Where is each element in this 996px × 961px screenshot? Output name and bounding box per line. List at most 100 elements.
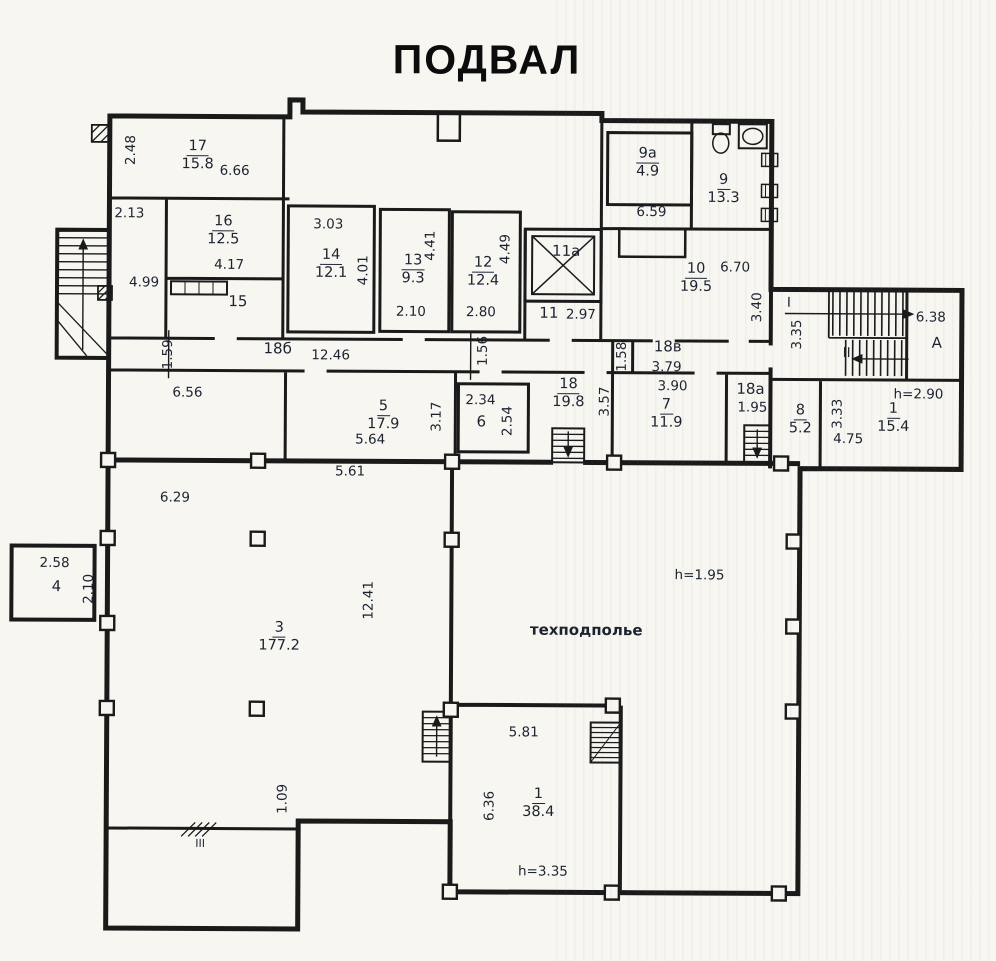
dim-4-41: 4.41 [422,230,439,261]
hatch-icons [90,123,217,837]
sink-icon [737,123,768,150]
room-label-4: 4 [51,577,62,596]
room-number: 7 [659,396,674,415]
room-number: 12 [471,254,495,273]
room-label-A: А [931,333,942,352]
dim-6-56: 6.56 [172,384,203,401]
room-number: 5 [376,398,391,417]
dim-6-70: 6.70 [720,259,751,276]
dim-1-56: 1.56 [474,335,492,366]
dim-2-58: 2.58 [39,554,70,572]
counter-icon [169,280,229,296]
room-number: 14 [319,246,343,266]
dim-2-80: 2.80 [465,304,496,321]
dimension-ticks [167,330,472,380]
room-area: 5.2 [788,420,812,437]
room-area: 13.3 [707,190,740,207]
dim-4-75: 4.75 [833,431,864,448]
dim-1-09: 1.09 [274,783,291,814]
room-number: 3 [272,619,286,638]
dim-2-54: 2.54 [499,405,516,437]
stairs-flight-1-icon [784,291,915,337]
dim-3-79: 3.79 [651,359,682,376]
dim-12-41: 12.41 [360,580,377,620]
door-openings [214,335,775,466]
arrow-icon [784,309,915,320]
elevator-icon [523,227,603,304]
room-label-11a: 11а [552,241,581,260]
radiator-icons [760,152,779,223]
room-number: 8 [793,402,808,421]
room-label-6: 6 [476,412,487,431]
stairs-corridor-down-icon [551,427,586,464]
dim-5-61: 5.61 [334,463,366,480]
column-markers [98,451,802,902]
dim-12-46: 12.46 [311,347,351,364]
room-area: 38.4 [522,804,555,821]
dim-2-48: 2.48 [122,135,140,166]
room-label-11: 11 [539,303,559,322]
dim-4-17: 4.17 [214,256,245,273]
dim-3-57: 3.57 [596,386,613,417]
shaft-boxes [436,111,687,259]
dim-4-01: 4.01 [355,255,372,286]
arrow-icon [78,238,89,350]
dim-h-2-90: h=2.90 [893,386,944,403]
stairs-room1-icon [589,721,622,764]
room-area: 177.2 [258,637,300,654]
dim-3-17: 3.17 [428,401,445,432]
room-area: 15.4 [877,418,910,436]
room-number: 1 [531,785,546,805]
dim-6-38: 6.38 [915,309,946,326]
dim-6-36: 6.36 [481,790,498,822]
room-area: 17.9 [367,416,400,433]
room-area: 12.1 [314,265,348,282]
dim-1-59: 1.59 [159,339,176,370]
dim-5-64: 5.64 [355,431,386,448]
dim-h-3-35: h=3.35 [517,863,568,880]
dim-2-10: 2.10 [395,303,426,320]
room-area: 19.5 [679,278,713,296]
plan-title: ПОДВАЛ [392,36,582,83]
stairs-18a-down-icon [743,424,772,465]
stairs-basement-up-icon [421,710,452,763]
hatch-label-III: III [195,836,205,850]
room-area: 19.8 [552,394,585,411]
room-number: 18 [557,376,580,395]
dim-h-1-95: h=1.95 [674,567,725,584]
room-area: 12.5 [207,231,240,248]
dim-3-90: 3.90 [657,378,688,395]
room-area: 15.8 [181,156,214,173]
room-number: 9 [716,171,731,191]
dim-2-10-vert: 2.10 [80,573,97,604]
toilet-icon [711,123,731,154]
room-number: 16 [212,213,235,232]
room-number: 9а [636,145,659,164]
room-area: 11.9 [650,414,683,431]
dim-1-58: 1.58 [613,341,630,372]
dim-1-95: 1.95 [737,399,768,416]
dim-2-97: 2.97 [565,306,596,323]
tech-underground-label: техподполье [529,620,643,640]
dim-3-33: 3.33 [829,398,846,429]
corridor-label-18a: 18а [736,379,765,398]
dim-5-81: 5.81 [508,724,539,741]
room-number: 17 [186,138,210,157]
dim-3-35: 3.35 [788,319,806,350]
